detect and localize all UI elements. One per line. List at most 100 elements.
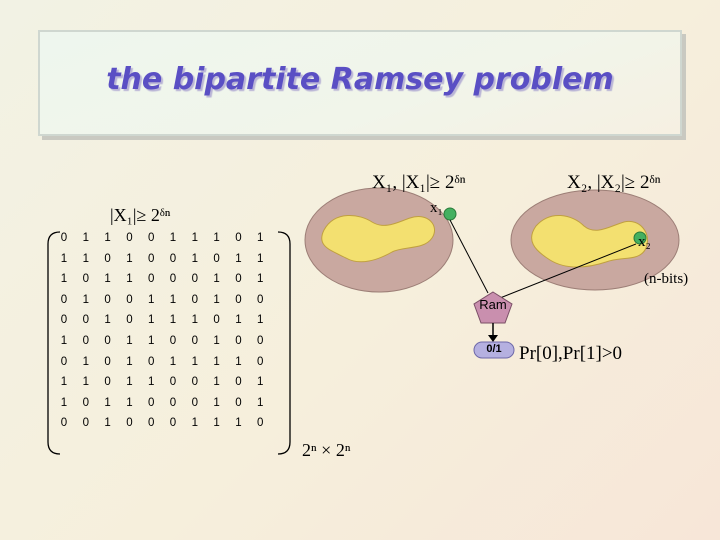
matrix-cell: 1: [228, 356, 248, 368]
matrix-cell: 1: [185, 314, 205, 326]
probability-label: Pr[0],Pr[1]>0: [519, 343, 622, 365]
matrix-cell: 1: [54, 273, 74, 285]
matrix-cell: 0: [76, 314, 96, 326]
matrix-cell: 1: [76, 356, 96, 368]
matrix-cell: 0: [141, 397, 161, 409]
matrix-cell: 1: [228, 253, 248, 265]
matrix-cell: 0: [54, 417, 74, 429]
matrix-cell: 0: [141, 232, 161, 244]
matrix-cell: 0: [98, 376, 118, 388]
matrix-cell: 1: [54, 376, 74, 388]
matrix-cell: 1: [141, 314, 161, 326]
matrix-cell: 0: [119, 294, 139, 306]
matrix-cell: 0: [250, 356, 270, 368]
matrix-cell: 0: [163, 397, 183, 409]
matrix-cell: 0: [250, 417, 270, 429]
matrix-right-bracket: [278, 232, 290, 454]
matrix-cell: 0: [163, 417, 183, 429]
matrix-cell: 0: [228, 273, 248, 285]
ram-to-output-arrowhead: [488, 335, 498, 342]
x2-point-label: x₂: [638, 234, 651, 251]
matrix-cell: 1: [163, 232, 183, 244]
matrix-cell: 0: [185, 335, 205, 347]
matrix-cell: 0: [228, 294, 248, 306]
matrix-cell: 0: [207, 314, 227, 326]
matrix-cell: 1: [250, 314, 270, 326]
matrix-cell: 0: [76, 273, 96, 285]
matrix-cell: 0: [76, 417, 96, 429]
matrix-cell: 1: [119, 376, 139, 388]
matrix-cell: 0: [141, 273, 161, 285]
matrix-cell: 0: [119, 232, 139, 244]
matrix-cell: 1: [185, 356, 205, 368]
matrix-cell: 1: [76, 294, 96, 306]
matrix-cell: 0: [228, 376, 248, 388]
matrix-cell: 1: [54, 335, 74, 347]
matrix-cell: 0: [54, 314, 74, 326]
matrix-cell: 0: [207, 253, 227, 265]
matrix-cell: 0: [76, 397, 96, 409]
matrix-cell: 1: [185, 253, 205, 265]
matrix-cell: 1: [250, 397, 270, 409]
matrix-cell: 1: [163, 314, 183, 326]
matrix-cell: 1: [98, 417, 118, 429]
matrix-cell: 0: [141, 417, 161, 429]
matrix-cell: 1: [119, 356, 139, 368]
matrix-cell: 0: [228, 335, 248, 347]
matrix-cell: 0: [98, 253, 118, 265]
x1-point-label: x₁: [430, 200, 443, 217]
matrix-cell: 0: [54, 232, 74, 244]
matrix-cell: 1: [98, 397, 118, 409]
matrix-cell: 0: [163, 335, 183, 347]
matrix-cell: 0: [250, 335, 270, 347]
matrix-cell: 1: [207, 356, 227, 368]
matrix-cell: 1: [207, 397, 227, 409]
matrix-cell: 1: [76, 253, 96, 265]
matrix-cell: 1: [207, 376, 227, 388]
matrix-cell: 0: [98, 356, 118, 368]
matrix-cell: 0: [141, 356, 161, 368]
matrix-cell: 0: [119, 417, 139, 429]
matrix-cell: 0: [76, 335, 96, 347]
x2-set-label: X₂, |X₂|≥ 2ᵟⁿ: [567, 172, 661, 194]
matrix-cell: 1: [250, 232, 270, 244]
matrix-cell: 0: [250, 294, 270, 306]
x1-to-ram-line: [450, 220, 488, 293]
matrix-size-label: 2ⁿ × 2ⁿ: [302, 440, 351, 461]
matrix-cell: 0: [185, 273, 205, 285]
matrix-cell: 1: [250, 273, 270, 285]
matrix-cell: 1: [119, 253, 139, 265]
matrix-cell: 1: [141, 335, 161, 347]
matrix-cell: 1: [141, 294, 161, 306]
matrix-cell: 1: [207, 232, 227, 244]
matrix-cell: 1: [207, 417, 227, 429]
matrix-cell: 1: [250, 253, 270, 265]
matrix-cell: 0: [54, 356, 74, 368]
matrix-cell: 1: [163, 356, 183, 368]
matrix-cell: 0: [228, 232, 248, 244]
matrix-cell: 0: [163, 253, 183, 265]
x1-set-label: X₁, |X₁|≥ 2ᵟⁿ: [372, 172, 466, 194]
matrix-cell: 0: [141, 253, 161, 265]
matrix-cell: 0: [163, 376, 183, 388]
matrix-cell: 1: [54, 253, 74, 265]
matrix-cell: 1: [163, 294, 183, 306]
matrix-cell: 0: [185, 376, 205, 388]
matrix-cell: 0: [228, 397, 248, 409]
matrix-cell: 1: [185, 417, 205, 429]
matrix-cell: 1: [98, 273, 118, 285]
nbits-label: (n-bits): [644, 271, 688, 288]
matrix-cell: 1: [119, 335, 139, 347]
matrix-cell: 1: [185, 232, 205, 244]
matrix-cell: 0: [98, 335, 118, 347]
matrix-cell: 1: [250, 376, 270, 388]
matrix-cell: 1: [98, 232, 118, 244]
matrix-cell: 1: [228, 417, 248, 429]
matrix-cell: 1: [228, 314, 248, 326]
output-label: 0/1: [474, 343, 514, 355]
matrix-cell: 0: [119, 314, 139, 326]
matrix-cell: 1: [207, 335, 227, 347]
matrix-cell: 1: [207, 273, 227, 285]
